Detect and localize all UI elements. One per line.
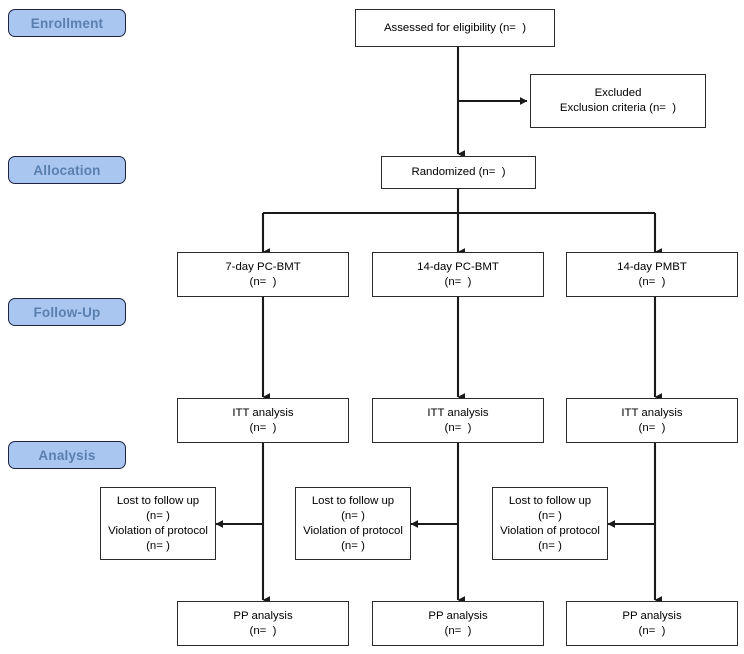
node-itt-analysis-arm3: ITT analysis (n= ): [566, 398, 738, 443]
node-line: Exclusion criteria (n= ): [559, 102, 677, 114]
node-line: (n= ): [538, 539, 562, 552]
stage-label-allocation: Allocation: [33, 162, 101, 178]
node-line: 14-day PMBT: [617, 260, 687, 273]
node-randomized: Randomized (n= ): [381, 156, 536, 189]
node-line: 7-day PC-BMT: [225, 260, 301, 273]
node-loss-arm3: Lost to follow up (n= ) Violation of pro…: [492, 487, 608, 560]
node-line: (n= ): [146, 539, 170, 552]
node-line: Violation of protocol: [303, 524, 403, 537]
stage-label-analysis: Analysis: [38, 447, 96, 463]
node-line: (n= ): [538, 509, 562, 522]
node-itt-analysis-arm1: ITT analysis (n= ): [177, 398, 349, 443]
node-itt-analysis-arm2: ITT analysis (n= ): [372, 398, 544, 443]
stage-badge-follow-up: Follow-Up: [8, 298, 126, 326]
node-line: (n= ): [146, 509, 170, 522]
stage-label-enrollment: Enrollment: [30, 15, 104, 31]
node-assessed-for-eligibility: Assessed for eligibility (n= ): [355, 9, 555, 47]
node-arm-14day-pmbt: 14-day PMBT (n= ): [566, 252, 738, 297]
node-line: (n= ): [249, 275, 277, 288]
node-line: Lost to follow up: [311, 494, 395, 507]
node-arm-14day-pc-bmt: 14-day PC-BMT (n= ): [372, 252, 544, 297]
node-line: ITT analysis: [427, 406, 489, 419]
node-line: (n= ): [249, 421, 277, 434]
node-pp-analysis-arm2: PP analysis (n= ): [372, 601, 544, 646]
node-loss-arm1: Lost to follow up (n= ) Violation of pro…: [100, 487, 216, 560]
node-pp-analysis-arm3: PP analysis (n= ): [566, 601, 738, 646]
node-loss-arm2: Lost to follow up (n= ) Violation of pro…: [295, 487, 411, 560]
node-line: ITT analysis: [621, 406, 683, 419]
stage-label-follow-up: Follow-Up: [33, 304, 101, 320]
node-arm-7day-pc-bmt: 7-day PC-BMT (n= ): [177, 252, 349, 297]
node-line: (n= ): [444, 275, 472, 288]
node-line: (n= ): [444, 624, 472, 637]
stage-badge-allocation: Allocation: [8, 156, 126, 184]
stage-badge-enrollment: Enrollment: [8, 9, 126, 37]
node-line: ITT analysis: [232, 406, 294, 419]
node-line: (n= ): [638, 275, 666, 288]
node-line: PP analysis: [622, 609, 682, 622]
node-line: (n= ): [341, 539, 365, 552]
node-line: Violation of protocol: [500, 524, 600, 537]
node-line: Excluded: [594, 87, 642, 99]
node-line: (n= ): [638, 421, 666, 434]
node-line: Lost to follow up: [116, 494, 200, 507]
node-line: 14-day PC-BMT: [417, 260, 499, 273]
node-line: (n= ): [444, 421, 472, 434]
node-line: PP analysis: [233, 609, 293, 622]
stage-badge-analysis: Analysis: [8, 441, 126, 469]
node-line: (n= ): [341, 509, 365, 522]
node-line: Randomized (n= ): [411, 166, 506, 178]
node-line: (n= ): [249, 624, 277, 637]
node-line: Assessed for eligibility (n= ): [383, 21, 527, 34]
node-excluded: Excluded Exclusion criteria (n= ): [530, 74, 706, 128]
node-line: Violation of protocol: [108, 524, 208, 537]
node-line: (n= ): [638, 624, 666, 637]
node-pp-analysis-arm1: PP analysis (n= ): [177, 601, 349, 646]
node-line: PP analysis: [428, 609, 488, 622]
node-line: Lost to follow up: [508, 494, 592, 507]
